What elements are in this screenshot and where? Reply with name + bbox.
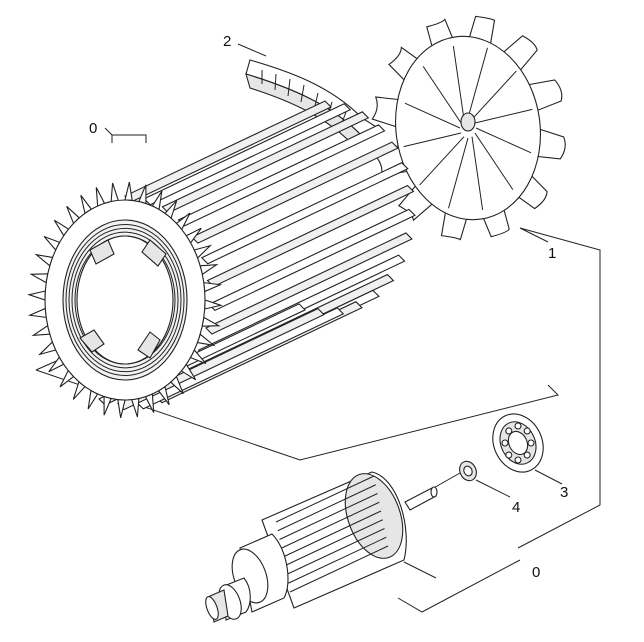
fan-rib bbox=[474, 132, 514, 190]
ring-tooth bbox=[31, 324, 51, 337]
fan-rib bbox=[419, 136, 465, 186]
callout-washer: 4 bbox=[512, 499, 520, 516]
ring-tooth bbox=[103, 395, 112, 416]
rotor-slot bbox=[275, 475, 375, 523]
bearing-ball bbox=[505, 451, 513, 459]
fan-rib bbox=[471, 136, 484, 210]
cooling-fin bbox=[190, 141, 399, 244]
winding-ring bbox=[68, 227, 182, 373]
fan-part bbox=[371, 15, 566, 241]
ball-bearing-part bbox=[492, 413, 544, 473]
cooling-fin bbox=[200, 162, 409, 265]
rotor-slot bbox=[282, 510, 382, 558]
rotor-slot bbox=[279, 493, 378, 540]
winding-ring bbox=[71, 231, 179, 369]
ring-tooth bbox=[29, 273, 49, 284]
stator-housing-part bbox=[27, 100, 416, 419]
rotor-slot bbox=[277, 484, 376, 532]
bearing-ball bbox=[514, 422, 522, 430]
callout-rotor-group: 0 bbox=[532, 564, 540, 581]
cooling-fin bbox=[143, 103, 352, 206]
washer-part bbox=[459, 460, 477, 482]
bearing-ball bbox=[523, 427, 531, 435]
fan-rib bbox=[475, 127, 532, 154]
bearing-ball bbox=[523, 451, 531, 459]
fan-rib bbox=[448, 137, 469, 209]
ring-tooth bbox=[199, 263, 219, 276]
fan-rib bbox=[467, 47, 488, 119]
cooling-fin bbox=[161, 111, 370, 214]
fan-rib bbox=[471, 70, 517, 120]
winding-ring bbox=[65, 223, 185, 377]
rotor-part bbox=[205, 471, 438, 623]
fan-rib bbox=[404, 102, 461, 129]
fan-rib bbox=[452, 46, 465, 120]
callout-ball-bearing: 3 bbox=[560, 484, 568, 501]
ring-tooth bbox=[27, 290, 46, 301]
ring-tooth bbox=[201, 316, 221, 327]
callout-fan: 1 bbox=[548, 245, 556, 262]
fan-rib bbox=[422, 66, 462, 124]
bearing-ball bbox=[501, 439, 509, 447]
rotor-slot bbox=[288, 536, 387, 584]
ring-tooth bbox=[203, 282, 223, 293]
cooling-fin bbox=[207, 208, 416, 312]
bearing-ball bbox=[527, 439, 535, 447]
ring-tooth bbox=[124, 181, 133, 201]
ring-tooth bbox=[27, 307, 47, 318]
ring-tooth bbox=[110, 182, 119, 203]
callout-fan-cover: 2 bbox=[223, 33, 231, 50]
bearing-ball bbox=[505, 427, 513, 435]
rotor-slot bbox=[286, 528, 385, 575]
ring-tooth bbox=[131, 397, 140, 418]
fan-rib bbox=[403, 132, 462, 148]
fan-rib bbox=[474, 108, 533, 124]
rotor-slot bbox=[289, 545, 389, 593]
rotor-slot bbox=[281, 501, 380, 549]
rotor-slot bbox=[284, 519, 383, 567]
bearing-ball bbox=[514, 456, 522, 464]
callout-stator-group: 0 bbox=[89, 120, 97, 137]
cooling-fin bbox=[204, 232, 413, 335]
